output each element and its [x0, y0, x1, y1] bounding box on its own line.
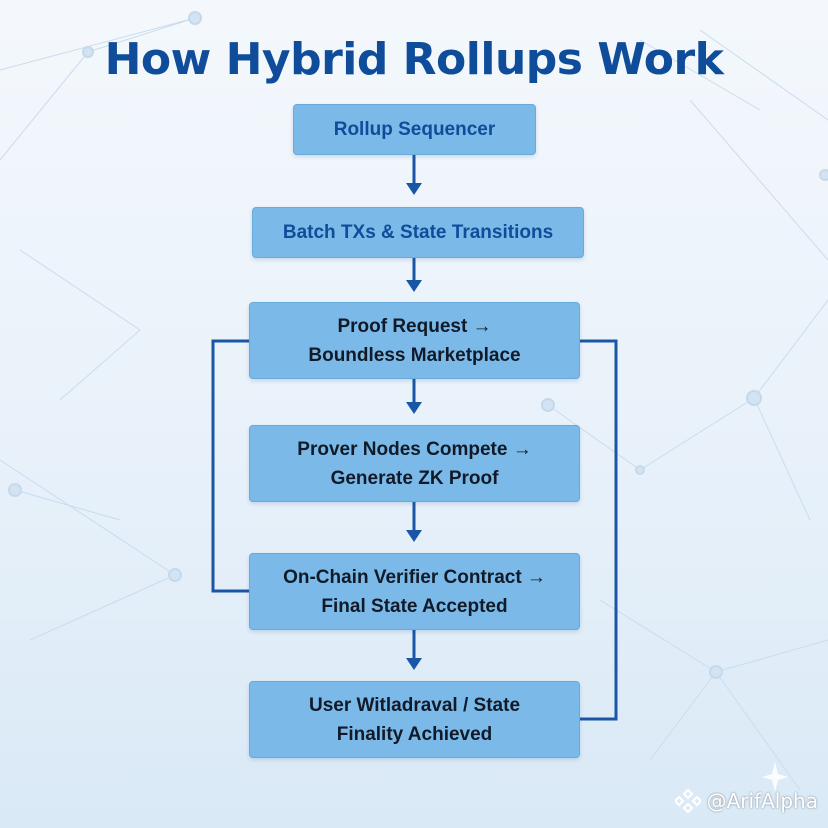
node-finality-line-2: Finality Achieved — [336, 723, 493, 745]
node-verifier-contract-line-2: Final State Accepted — [321, 595, 508, 617]
left-loop-line — [211, 339, 249, 593]
sparkle-icon — [762, 762, 788, 792]
node-proof-request-line-2: Boundless Marketplace — [308, 344, 521, 366]
watermark: @ArifAlpha — [674, 788, 818, 814]
right-loop-line — [580, 339, 618, 721]
node-prover-nodes-line-1: Prover Nodes Compete → — [297, 438, 532, 460]
node-finality-line-1: User Witladraval / State — [308, 694, 521, 716]
node-prover-nodes-line-2: Generate ZK Proof — [330, 467, 499, 489]
node-rollup-sequencer: Rollup Sequencer — [293, 104, 536, 155]
node-proof-request-line-1: Proof Request → — [337, 315, 492, 337]
binance-square-icon — [674, 788, 701, 814]
node-verifier-contract: On-Chain Verifier Contract → Final State… — [249, 553, 580, 630]
arrow-prover-to-verifier — [406, 502, 422, 542]
diagram-title: How Hybrid Rollups Work — [104, 34, 724, 85]
arrow-sequencer-to-batch — [406, 155, 422, 195]
node-finality: User Witladraval / State Finality Achiev… — [249, 681, 580, 758]
node-prover-nodes: Prover Nodes Compete → Generate ZK Proof — [249, 425, 580, 502]
node-proof-request: Proof Request → Boundless Marketplace — [249, 302, 580, 379]
arrow-batch-to-proof-request — [406, 258, 422, 292]
arrow-verifier-to-finality — [406, 630, 422, 670]
node-rollup-sequencer-label: Rollup Sequencer — [333, 119, 496, 140]
node-batch-txs-label: Batch TXs & State Transitions — [282, 222, 554, 243]
watermark-handle: @ArifAlpha — [706, 789, 818, 813]
arrow-proof-request-to-prover — [406, 379, 422, 414]
node-verifier-contract-line-1: On-Chain Verifier Contract → — [283, 566, 546, 588]
node-batch-txs: Batch TXs & State Transitions — [252, 207, 584, 258]
